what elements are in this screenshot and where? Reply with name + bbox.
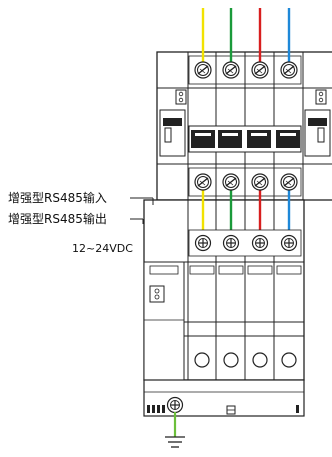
comm-port-icon — [147, 405, 299, 413]
rs485-input-label: 增强型RS485输入 — [8, 191, 107, 205]
top-breaker — [156, 51, 332, 201]
power-supply-label: 12~24VDC — [72, 242, 133, 255]
input-wires — [201, 8, 291, 62]
rs485-leader-lines — [130, 197, 154, 224]
rs485-output-label: 增强型RS485输出 — [8, 212, 107, 226]
device-terminal-screw-icon — [166, 229, 302, 414]
ground-icon — [165, 412, 185, 448]
led-indicator-icon — [175, 89, 327, 105]
link-wires — [201, 190, 291, 232]
